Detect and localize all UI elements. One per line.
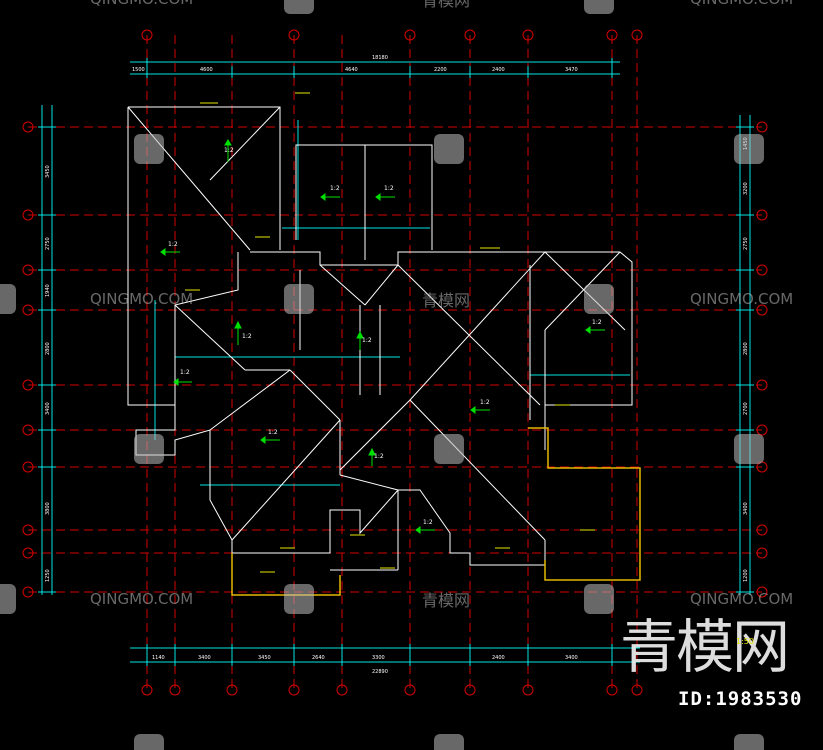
watermark-text: QINGMO.COM <box>690 290 793 308</box>
dim-right: 3200 <box>743 182 749 195</box>
dimension-lines <box>38 58 754 666</box>
horizontal-axis-lines <box>28 126 762 593</box>
slope-label: 1:2 <box>423 519 433 526</box>
slope-label: 1:2 <box>384 185 394 192</box>
watermark-text: QINGMO.COM <box>90 290 193 308</box>
bottom-dimension-text: 22890 1140 3400 3450 2640 3300 2400 3400 <box>152 655 578 675</box>
watermark-badge-icon <box>0 0 764 750</box>
slope-label: 1:2 <box>268 429 278 436</box>
slope-label: 1:2 <box>180 369 190 376</box>
left-dimension-text: 3450 2750 1940 2800 3400 3800 1250 <box>45 165 51 582</box>
watermark-text: QINGMO.COM <box>90 590 193 608</box>
watermark-cn-text: 青模网 <box>422 591 470 610</box>
dim-left: 1250 <box>45 569 51 582</box>
watermark-cn-text: 青模网 <box>422 0 470 10</box>
roof-outline <box>127 106 633 571</box>
dim-right: 2700 <box>743 402 749 415</box>
dim-left: 3400 <box>45 402 51 415</box>
dim-bottom: 2640 <box>312 655 325 661</box>
dim-bottom: 3300 <box>372 655 385 661</box>
axis-bubbles <box>22 29 768 696</box>
dim-bottom: 1140 <box>152 655 165 661</box>
slope-label: 1:2 <box>224 147 234 154</box>
dim-left: 2800 <box>45 342 51 355</box>
dim-total-top: 18180 <box>372 55 388 61</box>
dim-left: 3450 <box>45 165 51 178</box>
dim-left: 1940 <box>45 284 51 297</box>
dim-bottom: 3450 <box>258 655 271 661</box>
brand-logo: 青模网 <box>620 613 790 681</box>
dim-right: 2750 <box>743 237 749 250</box>
dim-left: 3800 <box>45 502 51 515</box>
dim-bottom: 3400 <box>198 655 211 661</box>
slope-label: 1:2 <box>168 241 178 248</box>
slope-label: 1:2 <box>592 319 602 326</box>
watermark-text: QINGMO.COM <box>690 590 793 608</box>
top-dimension-text: 18180 1500 4600 4640 2200 2400 3470 <box>132 55 578 73</box>
slope-arrows <box>160 139 605 534</box>
watermark-text: QINGMO.COM <box>90 0 193 8</box>
dim-bottom: 2400 <box>492 655 505 661</box>
dim-left: 2750 <box>45 237 51 250</box>
dim-right: 3400 <box>743 502 749 515</box>
scale-label: 1:50 <box>736 637 754 646</box>
slope-label: 1:2 <box>330 185 340 192</box>
id-label: ID:1983530 <box>678 688 803 710</box>
slope-label: 1:2 <box>362 337 372 344</box>
slope-labels: 1:2 1:2 1:2 1:2 1:2 1:2 1:2 1:2 1:2 1:2 … <box>168 147 602 526</box>
dim-bottom: 3400 <box>565 655 578 661</box>
dim-right: 1200 <box>743 569 749 582</box>
dim-top: 2400 <box>492 67 505 73</box>
slope-label: 1:2 <box>374 453 384 460</box>
dim-top: 4640 <box>345 67 358 73</box>
dim-top: 2200 <box>434 67 447 73</box>
watermark-layer: QINGMO.COM QINGMO.COM QINGMO.COM QINGMO.… <box>0 0 793 750</box>
watermark-text: QINGMO.COM <box>690 0 793 8</box>
dim-total-bottom: 22890 <box>372 669 388 675</box>
dim-top: 3470 <box>565 67 578 73</box>
slope-label: 1:2 <box>480 399 490 406</box>
elevation-marks <box>185 92 595 573</box>
slope-label: 1:2 <box>242 333 252 340</box>
dim-top: 4600 <box>200 67 213 73</box>
dim-top: 1500 <box>132 67 145 73</box>
watermark-cn-text: 青模网 <box>422 291 470 310</box>
dim-right: 2800 <box>743 342 749 355</box>
